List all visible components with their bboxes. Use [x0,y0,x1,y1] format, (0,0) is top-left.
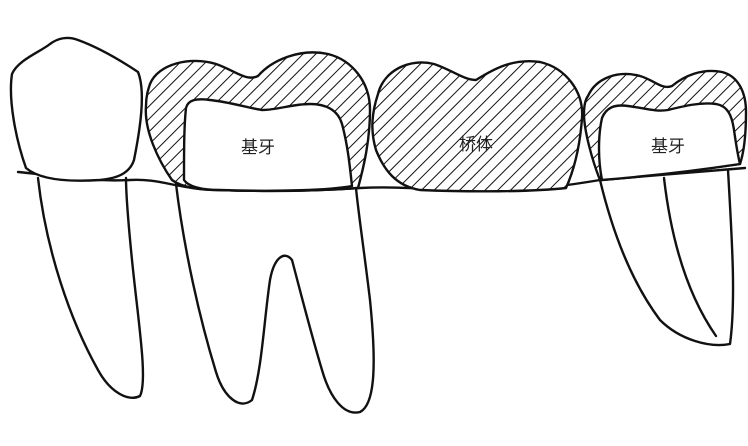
right-abutment-root-canal [662,176,718,338]
left-tooth-root [36,176,145,399]
left-abutment-tooth: 基牙 [144,51,375,414]
left-tooth [9,36,145,399]
left-abutment-roots [174,182,375,414]
left-tooth-crown [9,36,143,182]
pontic-crown [371,60,584,193]
pontic-label: 桥体 [459,135,493,155]
left-abutment-label: 基牙 [241,138,275,158]
pontic: 桥体 [371,60,584,193]
right-abutment-core [597,102,742,182]
right-abutment-tooth: 基牙 [582,69,748,347]
right-abutment-label: 基牙 [651,137,685,157]
right-abutment-root [598,168,735,347]
left-abutment-core [182,98,354,192]
